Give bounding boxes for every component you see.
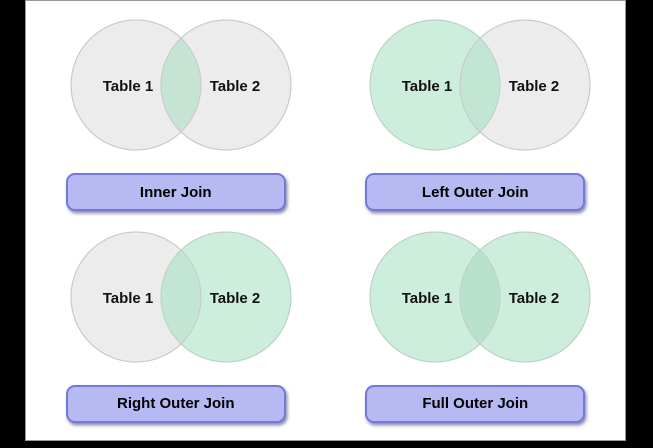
venn-cell-right-outer-join: Table 1 Table 2 Right Outer Join	[30, 219, 322, 431]
table2-label: Table 2	[509, 290, 560, 307]
venn-diagram-left-outer-join: Table 1 Table 2	[369, 19, 591, 151]
venn-cell-full-outer-join: Table 1 Table 2 Full Outer Join	[330, 219, 622, 431]
table2-circle-outline	[459, 231, 591, 362]
full-outer-join-label: Full Outer Join	[365, 384, 586, 423]
inner-join-label: Inner Join	[65, 173, 286, 211]
left-outer-join-label: Left Outer Join	[365, 173, 586, 211]
table1-label: Table 1	[402, 78, 453, 95]
venn-cell-inner-join: Table 1 Table 2 Inner Join	[30, 7, 322, 219]
table1-label: Table 1	[102, 78, 153, 95]
diagram-panel: Table 1 Table 2 Inner Join Table 1 Table…	[25, 0, 626, 441]
venn-diagram-full-outer-join: Table 1 Table 2	[369, 231, 591, 362]
venn-cell-left-outer-join: Table 1 Table 2 Left Outer Join	[330, 7, 622, 219]
right-outer-join-label: Right Outer Join	[65, 384, 286, 423]
venn-diagram-inner-join: Table 1 Table 2	[70, 19, 292, 151]
venn-diagram-right-outer-join: Table 1 Table 2	[70, 231, 292, 362]
table1-circle-outline	[369, 19, 501, 151]
table2-circle-outline	[160, 231, 292, 362]
table1-circle-outline	[70, 231, 202, 362]
table2-label: Table 2	[209, 290, 260, 307]
table2-circle-outline	[459, 19, 591, 151]
table1-label: Table 1	[402, 290, 453, 307]
table1-label: Table 1	[102, 290, 153, 307]
table2-label: Table 2	[209, 78, 260, 95]
table2-label: Table 2	[509, 78, 560, 95]
table2-circle-outline	[160, 19, 292, 151]
table1-circle-outline	[70, 19, 202, 151]
table1-circle-outline	[369, 231, 501, 362]
